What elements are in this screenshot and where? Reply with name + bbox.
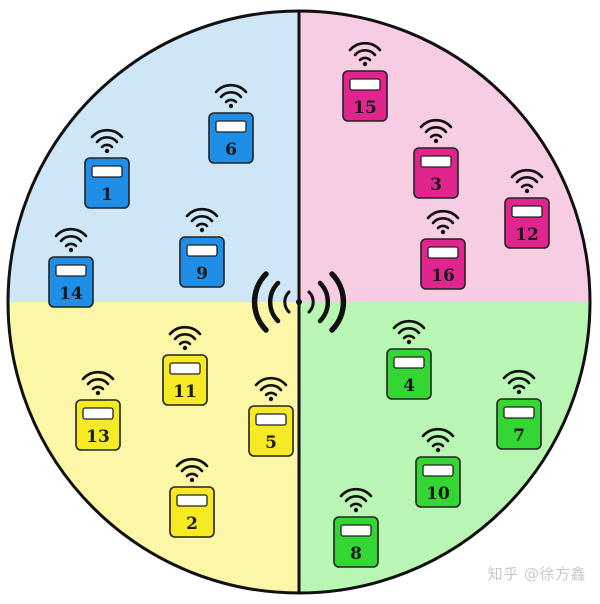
device-screen — [169, 362, 201, 375]
device-number: 6 — [225, 140, 237, 160]
device-number: 7 — [513, 426, 525, 446]
wifi-icon — [54, 227, 88, 253]
device-4: 4 — [386, 319, 432, 400]
device-number: 2 — [186, 514, 198, 534]
device-3: 3 — [413, 118, 459, 199]
device-screen — [82, 407, 114, 420]
device-13: 13 — [75, 370, 121, 451]
wifi-icon — [175, 457, 209, 483]
device-10: 10 — [415, 427, 461, 508]
device-screen — [340, 524, 372, 537]
device-number: 12 — [515, 225, 539, 245]
device-number: 11 — [173, 382, 197, 402]
device-number: 5 — [265, 433, 277, 453]
device-number: 1 — [101, 185, 113, 205]
device-number: 4 — [403, 376, 415, 396]
wifi-icon — [392, 319, 426, 345]
device-5: 5 — [248, 376, 294, 457]
device-screen — [422, 464, 454, 477]
wifi-icon — [502, 369, 536, 395]
device-8: 8 — [333, 487, 379, 568]
device-number: 15 — [353, 98, 377, 118]
device-number: 8 — [350, 544, 362, 564]
device-screen — [511, 205, 543, 218]
device-number: 10 — [426, 484, 450, 504]
device-15: 15 — [342, 41, 388, 122]
device-screen — [55, 264, 87, 277]
device-screen — [255, 413, 287, 426]
device-screen — [503, 406, 535, 419]
device-1: 1 — [84, 128, 130, 209]
device-9: 9 — [179, 207, 225, 288]
device-7: 7 — [496, 369, 542, 450]
wifi-icon — [339, 487, 373, 513]
quadrant-top-left — [8, 11, 299, 302]
wifi-icon — [90, 128, 124, 154]
device-2: 2 — [169, 457, 215, 538]
device-number: 9 — [196, 264, 208, 284]
wifi-icon — [168, 325, 202, 351]
wifi-icon — [426, 209, 460, 235]
broadcast-antenna-icon — [251, 271, 347, 333]
wifi-icon — [419, 118, 453, 144]
device-6: 6 — [208, 83, 254, 164]
device-16: 16 — [420, 209, 466, 290]
device-number: 16 — [431, 266, 455, 286]
device-screen — [420, 155, 452, 168]
wifi-icon — [421, 427, 455, 453]
device-number: 14 — [59, 284, 83, 304]
wifi-icon — [348, 41, 382, 67]
device-screen — [176, 494, 208, 507]
device-number: 13 — [86, 427, 110, 447]
watermark: 知乎 @徐方鑫 — [487, 565, 586, 583]
device-screen — [393, 356, 425, 369]
device-number: 3 — [430, 175, 442, 195]
device-screen — [215, 120, 247, 133]
wifi-icon — [185, 207, 219, 233]
device-11: 11 — [162, 325, 208, 406]
device-screen — [186, 244, 218, 257]
wifi-icon — [510, 168, 544, 194]
device-screen — [427, 246, 459, 259]
wifi-icon — [81, 370, 115, 396]
device-screen — [349, 78, 381, 91]
device-screen — [91, 165, 123, 178]
wifi-icon — [254, 376, 288, 402]
device-14: 14 — [48, 227, 94, 308]
wifi-icon — [214, 83, 248, 109]
device-12: 12 — [504, 168, 550, 249]
